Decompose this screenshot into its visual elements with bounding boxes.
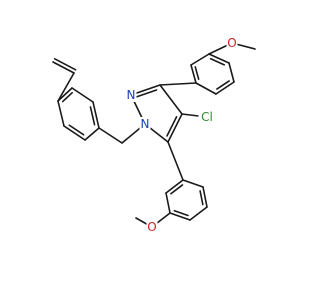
- bond-line: [182, 179, 204, 188]
- bond-line-inner: [199, 190, 204, 206]
- bond-line-inner: [89, 106, 96, 126]
- bond-line: [71, 87, 94, 103]
- atom-cl: Cl: [198, 110, 216, 124]
- single-bond-b4-b5: [228, 62, 235, 83]
- double-bond-d3-d4: [169, 209, 191, 221]
- double-bond-a1-a2: [89, 101, 100, 129]
- bond-line: [92, 101, 100, 129]
- single-bond-d4-d5: [189, 206, 208, 221]
- atom-n1: N: [139, 117, 151, 131]
- bond-line: [52, 61, 75, 74]
- single-bond-c5-d1: [167, 141, 184, 181]
- bond-line-inner: [53, 58, 77, 71]
- bond-line-inner: [173, 209, 189, 217]
- atom-label-background: [198, 110, 216, 124]
- single-bond-a4-a5: [57, 100, 65, 127]
- single-bond-c3-b1: [159, 82, 197, 86]
- atom-o2: O: [146, 220, 158, 234]
- double-bond-b5-b6: [215, 80, 235, 95]
- atom-label-background: [139, 117, 151, 131]
- bond-line: [57, 87, 73, 102]
- single-bond-d2-d3: [165, 192, 171, 214]
- double-bond-c4-c5: [166, 113, 183, 143]
- atom-label-background: [226, 36, 238, 50]
- bond-line: [208, 53, 230, 64]
- double-bond-b3-b4: [208, 53, 230, 66]
- atom-o1: O: [226, 36, 238, 50]
- bond-line-inner: [170, 184, 184, 195]
- single-bond-d6-d1: [182, 179, 204, 188]
- double-bond-d1-d2: [165, 179, 184, 195]
- atom-label-background: [146, 220, 158, 234]
- bond-line: [167, 141, 184, 181]
- bond-line: [190, 53, 210, 66]
- single-bond-b6-b1: [195, 82, 217, 95]
- atom-label-background: [125, 88, 137, 102]
- bond-line: [228, 62, 235, 83]
- bond-line: [57, 72, 75, 102]
- single-bond-a2-a3: [71, 87, 94, 103]
- bond-line: [57, 100, 65, 127]
- atom-label-n: N: [127, 88, 136, 102]
- double-bond-v1-v2: [52, 58, 77, 74]
- double-bond-b1-b2: [190, 64, 200, 84]
- bond-line: [202, 186, 208, 208]
- bond-line: [84, 127, 100, 141]
- bond-line: [159, 82, 197, 86]
- bond-line-inner: [61, 91, 74, 103]
- bond-line: [98, 127, 123, 144]
- double-bond-a5-a6: [63, 124, 86, 141]
- bond-line-inner: [194, 66, 200, 80]
- bond-line-inner: [216, 80, 230, 90]
- atom-label-o: O: [227, 36, 236, 50]
- bond-line: [165, 192, 171, 214]
- bond-line-inner: [68, 124, 85, 136]
- single-bond-c3-c4: [159, 84, 183, 115]
- single-bond-a4-v1: [57, 72, 75, 102]
- atom-n2: N: [125, 88, 137, 102]
- bond-line: [63, 125, 86, 141]
- bond-line-inner: [136, 89, 158, 98]
- bond-line: [215, 81, 235, 95]
- single-bond-ch2-a1: [98, 127, 123, 144]
- single-bond-b2-b3: [190, 53, 210, 66]
- bond-line: [169, 212, 191, 221]
- atom-label-cl: Cl: [201, 110, 213, 124]
- atom-label-n: N: [141, 117, 150, 131]
- double-bond-a3-a4: [57, 87, 74, 103]
- bond-line-inner: [209, 57, 226, 66]
- bond-line: [159, 84, 183, 115]
- double-bond-d5-d6: [199, 186, 208, 208]
- bond-line: [165, 179, 184, 194]
- bond-line: [167, 113, 183, 143]
- bond-layer: [52, 42, 256, 228]
- atom-label-o: O: [147, 220, 156, 234]
- bond-line-inner: [166, 116, 178, 137]
- bond-line: [189, 206, 208, 221]
- single-bond-a6-a1: [84, 127, 100, 141]
- bond-line: [195, 82, 217, 95]
- bond-line: [190, 64, 197, 84]
